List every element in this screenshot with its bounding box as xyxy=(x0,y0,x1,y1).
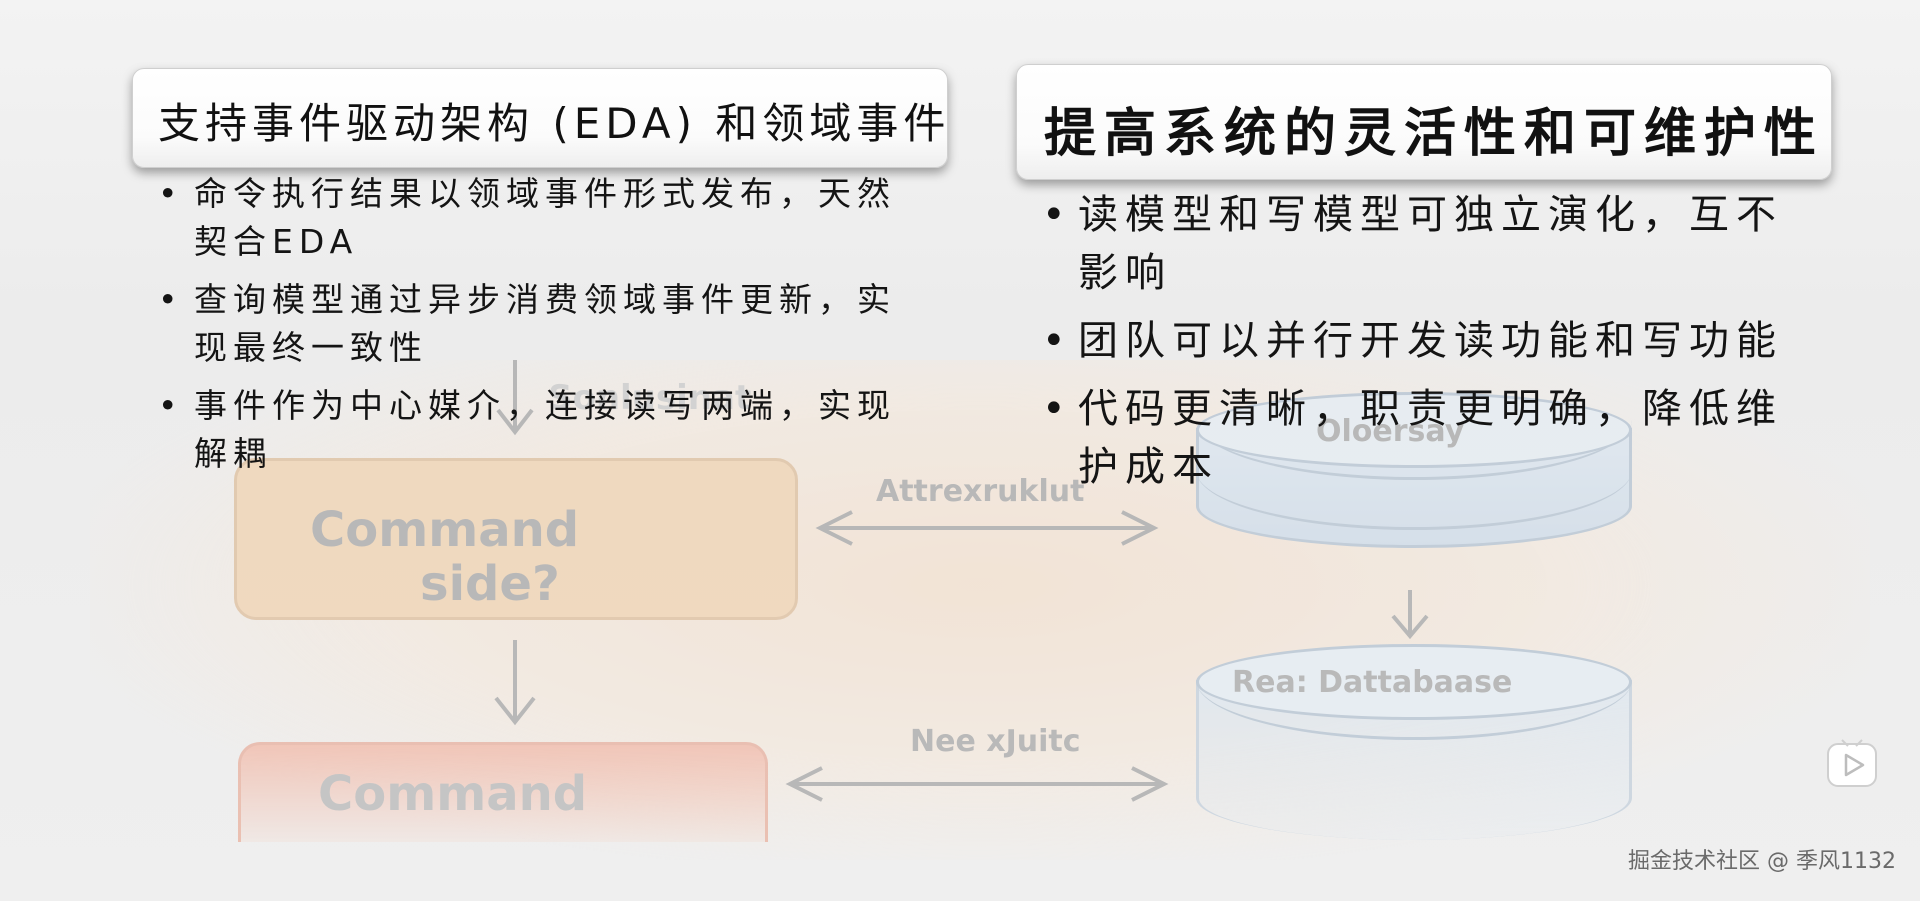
right-card-title: 提高系统的灵活性和可维护性 xyxy=(1044,104,1825,164)
left-bullet-list: 命令执行结果以领域事件形式发布，天然契合EDA 查询模型通过异步消费领域事件更新… xyxy=(158,170,908,488)
cylinder-ring xyxy=(1196,470,1632,530)
command-box-bottom xyxy=(238,742,768,842)
down-arrow-icon xyxy=(1391,590,1429,640)
list-item: 团队可以并行开发读功能和写功能 xyxy=(1042,312,1802,370)
right-bullet-list: 读模型和写模型可独立演化，互不影响 团队可以并行开发读功能和写功能 代码更清晰，… xyxy=(1042,186,1802,506)
cylinder-top-face xyxy=(1196,644,1632,720)
list-item: 读模型和写模型可独立演化，互不影响 xyxy=(1042,186,1802,302)
cylinder-ring xyxy=(1196,680,1632,740)
list-item: 命令执行结果以领域事件形式发布，天然契合EDA xyxy=(158,170,908,266)
left-card-title: 支持事件驱动架构 (EDA) 和领域事件 xyxy=(158,99,951,148)
list-item: 代码更清晰，职责更明确，降低维护成本 xyxy=(1042,380,1802,496)
watermark: 掘金技术社区 @ 季风1132 xyxy=(1628,849,1896,874)
list-item: 事件作为中心媒介，连接读写两端，实现解耦 xyxy=(158,382,908,478)
command-box-bottom-label: Command xyxy=(318,766,588,822)
video-player-icon[interactable] xyxy=(1826,738,1878,790)
right-title-card xyxy=(1016,64,1832,180)
command-box-label-1: Command xyxy=(310,502,580,558)
command-box-label-2: side? xyxy=(420,556,560,612)
db-bottom-label: Rea: Dattabaase xyxy=(1232,665,1513,700)
arrow-label-bottom: Nee xJuitc xyxy=(910,724,1081,759)
double-arrow-icon xyxy=(815,510,1159,546)
left-title-card xyxy=(132,68,948,168)
list-item: 查询模型通过异步消费领域事件更新，实现最终一致性 xyxy=(158,276,908,372)
double-arrow-icon xyxy=(785,766,1169,802)
down-arrow-icon xyxy=(494,640,536,726)
